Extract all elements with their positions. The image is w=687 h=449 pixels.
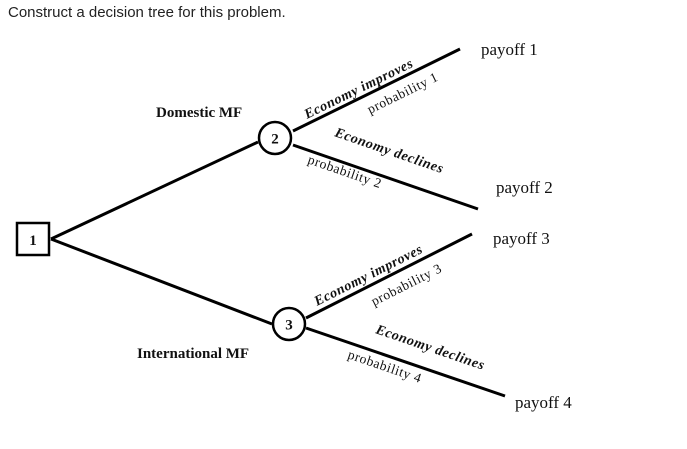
- branch-domestic: [50, 140, 259, 241]
- chance-node-3: [271, 306, 307, 342]
- decision-node-label: 1: [29, 233, 37, 249]
- alternative-international-label: International MF: [137, 346, 249, 362]
- branch-international: [50, 237, 273, 326]
- alternative-domestic-label: Domestic MF: [156, 105, 242, 121]
- probability-label-4: probability 4: [346, 347, 424, 386]
- payoff-label-4: payoff 4: [515, 393, 572, 412]
- branch-international-improves: [305, 232, 473, 320]
- payoff-label-2: payoff 2: [496, 178, 553, 197]
- chance-node-2: [257, 120, 293, 156]
- chance-node-2-label: 2: [271, 132, 279, 148]
- decision-node: [15, 221, 51, 257]
- chance-node-3-label: 3: [285, 318, 293, 334]
- question-text: Construct a decision tree for this probl…: [8, 4, 286, 21]
- branch-international-declines: [305, 326, 506, 398]
- payoff-label-1: payoff 1: [481, 40, 538, 59]
- payoff-label-3: payoff 3: [493, 229, 550, 248]
- branch-domestic-improves: [292, 47, 461, 133]
- branch-domestic-declines: [292, 143, 479, 211]
